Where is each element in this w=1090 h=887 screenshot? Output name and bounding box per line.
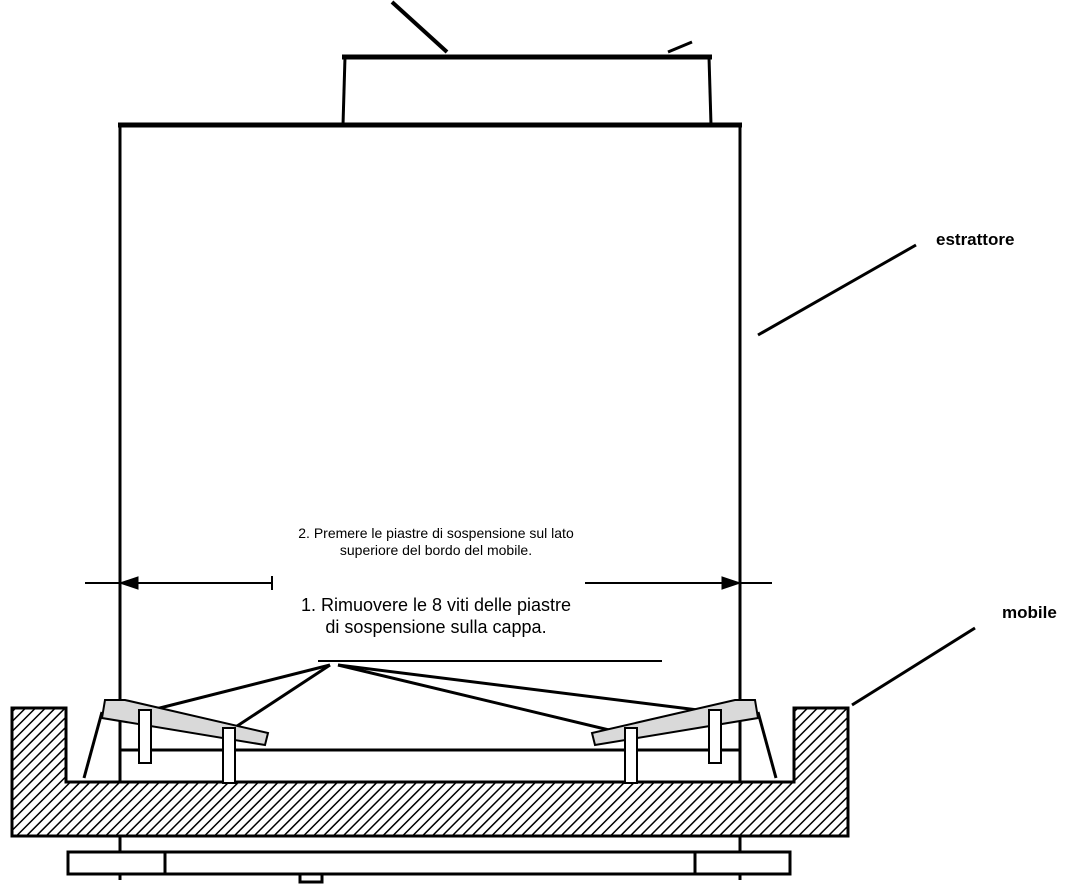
- instruction-step-1-line-1: 1. Rimuovere le 8 viti delle piastre: [300, 595, 572, 615]
- width-dimension-arrows: [85, 576, 772, 590]
- instruction-step-2-line-2: superiore del bordo del mobile.: [339, 541, 533, 558]
- screw-1: [138, 709, 152, 764]
- screw-2: [222, 727, 236, 784]
- instruction-step-1: 1. Rimuovere le 8 viti delle piastre di …: [216, 595, 656, 638]
- base-plate: [66, 850, 792, 884]
- motor-housing: [341, 0, 713, 126]
- cabinet-leader-line: [851, 626, 976, 707]
- instruction-step-2: 2. Premere le piastre di sospensione sul…: [196, 525, 676, 559]
- extractor-body: [118, 122, 742, 880]
- instruction-step-1-line-2: di sospensione sulla cappa.: [325, 616, 547, 637]
- instruction-step-2-line-1: 2. Premere le piastre di sospensione sul…: [298, 525, 574, 541]
- cabinet-label: mobile: [1002, 603, 1057, 622]
- screws: [138, 709, 722, 784]
- screw-4: [708, 709, 722, 764]
- screw-3: [624, 727, 638, 784]
- extractor-label: estrattore: [936, 230, 1015, 249]
- screw-pointer-lines: [143, 663, 715, 737]
- cabinet-section: [10, 706, 850, 838]
- extractor-leader-line: [757, 243, 917, 337]
